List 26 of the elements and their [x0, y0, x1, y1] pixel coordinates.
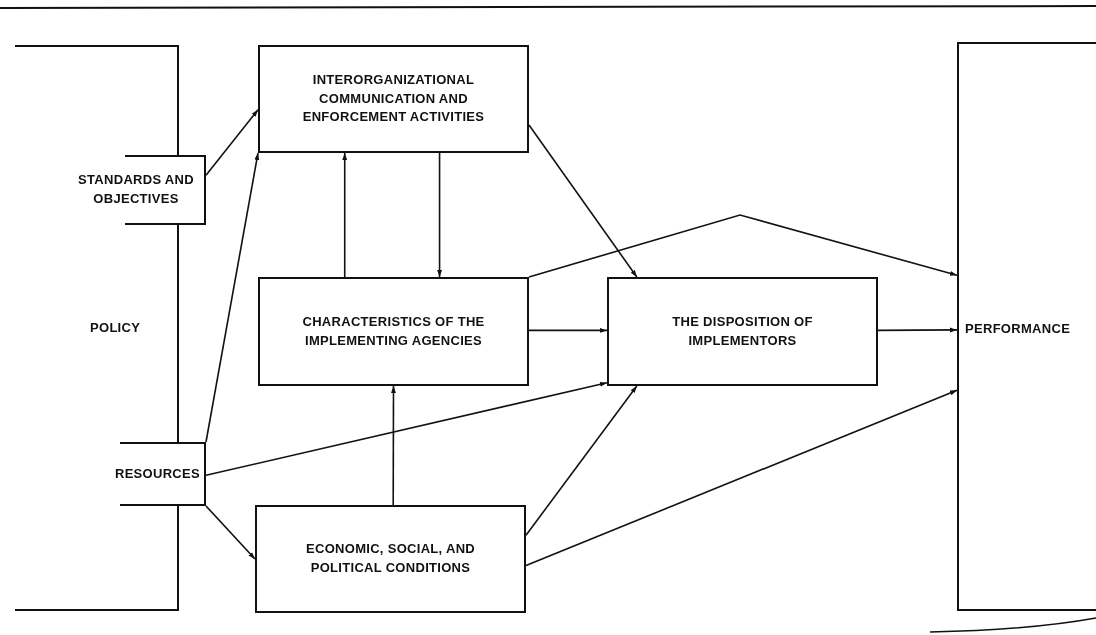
arrow	[528, 327, 608, 333]
node-label: STANDARDS AND OBJECTIVES	[77, 171, 195, 208]
arrow	[205, 381, 608, 477]
process-box	[258, 45, 529, 153]
process-box	[258, 277, 529, 386]
process-box	[255, 505, 526, 613]
arrow	[528, 214, 958, 278]
performance-bracket	[957, 42, 1096, 611]
arrow	[205, 505, 256, 560]
arrow	[205, 109, 259, 177]
arrow	[391, 385, 396, 506]
arrow	[877, 327, 958, 333]
node-label: THE DISPOSITION OF IMPLEMENTORS	[671, 312, 814, 350]
node-label: ECONOMIC, SOCIAL, AND POLITICAL CONDITIONS	[304, 540, 476, 577]
process-box	[607, 277, 878, 386]
node-label: PERFORMANCE	[965, 320, 1071, 338]
arrow	[437, 152, 442, 278]
node-label: CHARACTERISTICS OF THE IMPLEMENTING AGENCIES	[301, 312, 486, 350]
arrow	[205, 152, 260, 443]
arrow	[525, 389, 958, 567]
arrow	[342, 152, 348, 278]
node-label: INTERORGANIZATIONAL COMMUNICATION AND ENFORCEMENT ACTIVITIES	[301, 70, 486, 127]
arrow	[528, 124, 638, 278]
node-label: RESOURCES	[114, 464, 200, 483]
node-label: POLICY	[90, 318, 141, 337]
arrow	[525, 385, 638, 537]
